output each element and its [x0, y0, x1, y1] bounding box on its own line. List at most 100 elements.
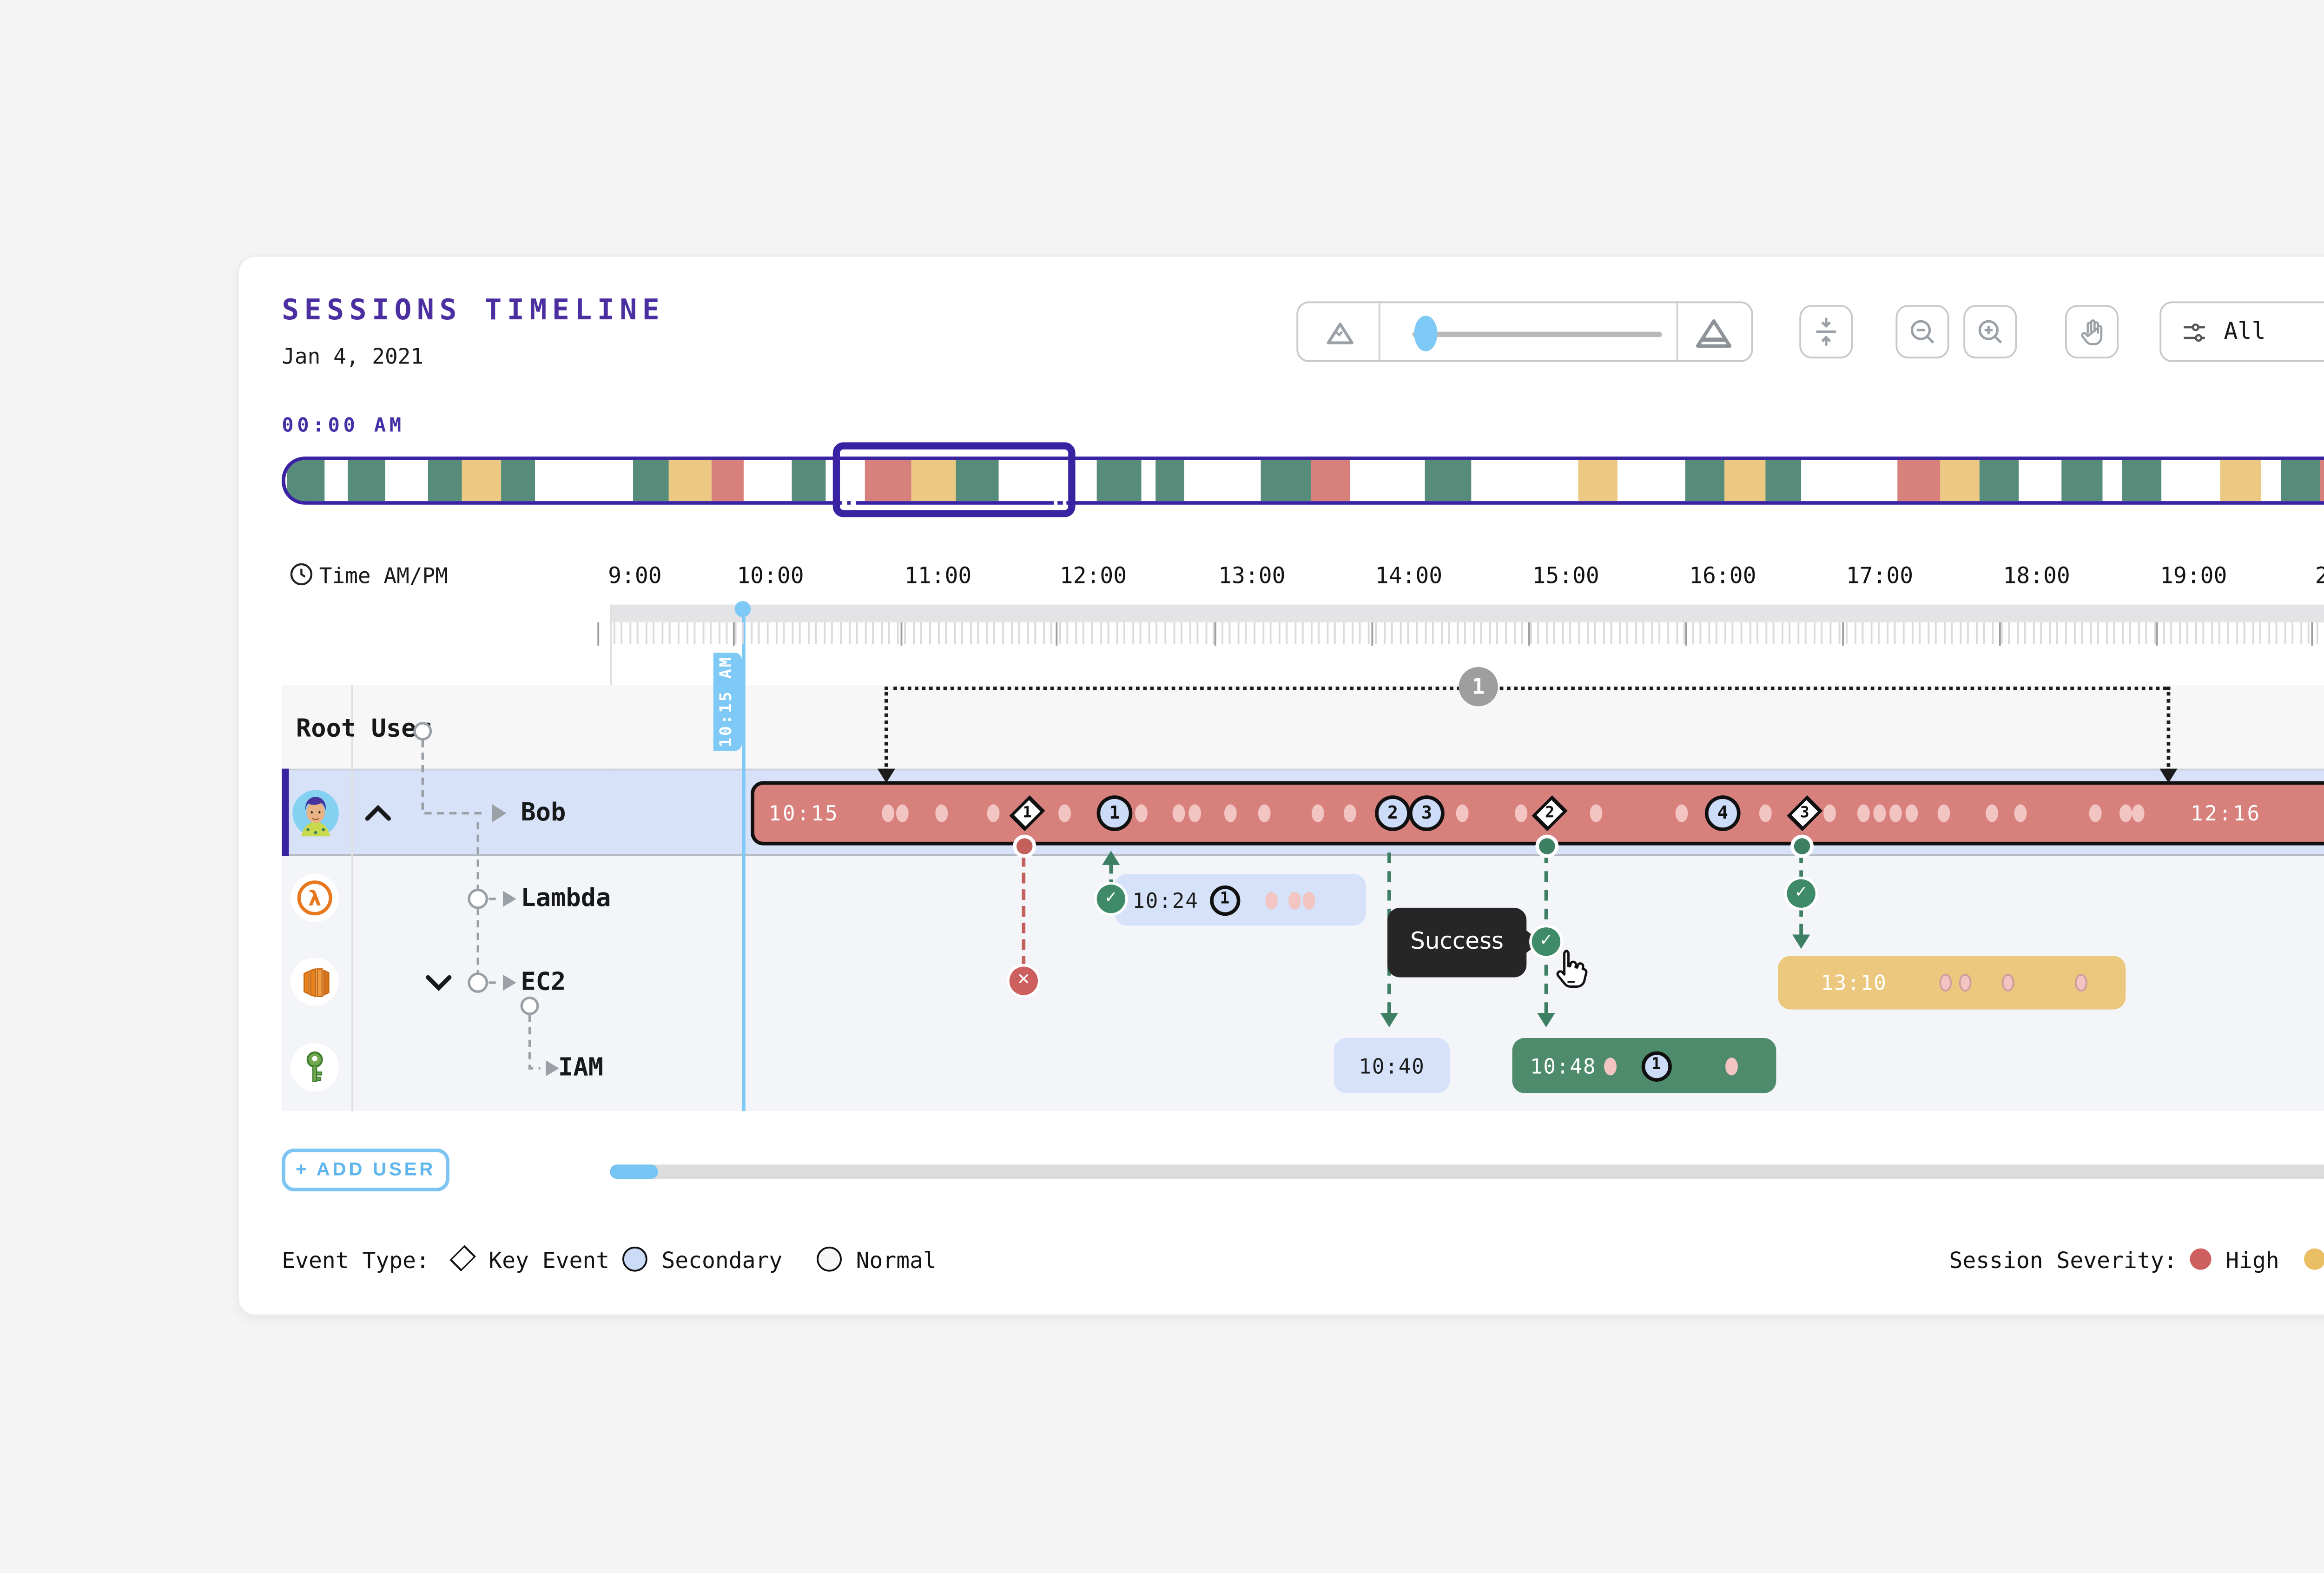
session-card-time: 13:10: [1821, 970, 1887, 995]
session-card-ec2-1310[interactable]: 13:10: [1778, 956, 2126, 1010]
axis-minor-tick: [1407, 622, 1410, 644]
expand-chevron-down[interactable]: [424, 972, 453, 993]
zoom-slider-thumb[interactable]: [1414, 316, 1438, 351]
axis-hour-label: 15:00: [1532, 562, 1599, 589]
axis-minor-tick: [1635, 622, 1637, 644]
row-label-lambda[interactable]: Lambda: [521, 885, 611, 913]
row-label-iam[interactable]: IAM: [558, 1054, 603, 1083]
brush-handle-right[interactable]: [1062, 489, 1067, 509]
axis-hour-label: 14:00: [1375, 562, 1443, 589]
axis-minor-tick: [1829, 622, 1832, 644]
annotation-count-badge[interactable]: 1: [1459, 667, 1498, 707]
minimap-brush[interactable]: [832, 442, 1076, 517]
add-user-button[interactable]: + ADD USER: [282, 1148, 449, 1191]
axis-minor-tick: [1245, 622, 1248, 644]
annotation-span-line: [885, 687, 2167, 690]
pan-hand-button[interactable]: [2065, 305, 2119, 359]
axis-minor-tick: [880, 622, 882, 644]
axis-minor-tick: [832, 622, 834, 644]
minimap-segment-g: [1979, 460, 2019, 502]
axis-minor-tick: [1432, 622, 1434, 644]
axis-minor-tick: [1529, 622, 1532, 644]
fit-vertical-button[interactable]: [1799, 305, 1853, 359]
axis-minor-tick: [2194, 622, 2197, 644]
severity-dot-high: [2190, 1248, 2212, 1270]
minimap-segment-g: [1765, 460, 1802, 502]
zoom-scale-control[interactable]: [1296, 301, 1753, 362]
axis-minor-tick: [1294, 622, 1296, 644]
minimap-segment-g: [1261, 460, 1311, 502]
axis-minor-tick: [1310, 622, 1313, 644]
status-check-badge: ✓: [1532, 927, 1561, 956]
filter-dropdown[interactable]: All: [2159, 301, 2324, 362]
minimap-segment-g: [2281, 460, 2320, 502]
axis-minor-tick: [1099, 622, 1102, 644]
axis-minor-tick: [742, 622, 745, 644]
zoom-in-button[interactable]: [1963, 305, 2017, 359]
event-marker-circle[interactable]: 4: [1704, 795, 1741, 831]
axis-minor-tick: [2235, 622, 2238, 644]
axis-minor-tick: [2048, 622, 2051, 644]
axis-minor-tick: [1172, 622, 1175, 644]
axis-minor-tick: [1992, 622, 1994, 644]
axis-minor-tick: [1391, 622, 1393, 644]
pan-hand-icon: [2080, 318, 2102, 344]
axis-minor-tick: [2243, 622, 2245, 644]
axis-minor-tick: [1748, 622, 1750, 644]
brush-handle-right[interactable]: [1053, 489, 1058, 509]
event-marker-circle[interactable]: 2: [1375, 795, 1411, 831]
axis-minor-tick: [2259, 622, 2262, 644]
axis-minor-tick: [1708, 622, 1710, 644]
axis-minor-tick: [2186, 622, 2189, 644]
event-marker-circle[interactable]: 3: [1409, 795, 1445, 831]
axis-minor-tick: [1254, 622, 1256, 644]
axis-minor-tick: [1229, 622, 1231, 644]
axis-minor-tick: [994, 622, 996, 644]
zoom-slider-track[interactable]: [1412, 331, 1662, 337]
row-label-bob[interactable]: Bob: [521, 799, 566, 828]
axis-minor-tick: [1237, 622, 1240, 644]
brush-handle-left[interactable]: [851, 489, 855, 509]
axis-minor-tick: [2170, 622, 2172, 644]
event-dot: [2014, 804, 2027, 822]
fit-vertical-icon: [1816, 317, 1836, 346]
axis-minor-tick: [1975, 622, 1978, 644]
axis-minor-tick: [775, 622, 777, 644]
minimap-segment-y: [1724, 460, 1766, 502]
event-marker-circle[interactable]: 1: [1641, 1050, 1672, 1081]
brush-handle-left[interactable]: [841, 489, 846, 509]
minimap-segment-r: [865, 460, 911, 502]
session-card-iam-1040[interactable]: 10:40: [1334, 1038, 1450, 1093]
collapse-chevron-up[interactable]: [364, 803, 392, 824]
axis-minor-tick: [1464, 622, 1466, 644]
horizontal-scrollbar-thumb[interactable]: [610, 1164, 658, 1179]
axis-minor-tick: [1821, 622, 1823, 644]
axis-minor-tick: [1107, 622, 1109, 644]
axis-major-tick: [1056, 622, 1058, 646]
minimap-track[interactable]: [282, 456, 2324, 505]
time-cursor-dot[interactable]: [734, 601, 751, 617]
time-cursor-line[interactable]: [741, 604, 745, 1111]
axis-hour-label: 17:00: [1846, 562, 1914, 589]
avatar[interactable]: [292, 790, 339, 837]
event-marker-circle[interactable]: 1: [1096, 795, 1133, 831]
axis-minor-tick: [2121, 622, 2124, 644]
event-dot: [1188, 804, 1202, 822]
zoom-out-button[interactable]: [1895, 305, 1949, 359]
axis-minor-tick: [791, 622, 793, 644]
axis-minor-tick: [621, 622, 623, 644]
horizontal-scrollbar[interactable]: [610, 1164, 2324, 1179]
event-marker-circle[interactable]: 1: [1210, 885, 1241, 915]
minimap-segment-r: [711, 460, 744, 502]
axis-minor-tick: [1043, 622, 1045, 644]
axis-minor-tick: [669, 622, 672, 644]
axis-minor-tick: [1140, 622, 1142, 644]
axis-minor-tick: [1764, 622, 1767, 644]
row-label-ec2[interactable]: EC2: [521, 968, 566, 997]
axis-minor-tick: [2073, 622, 2075, 644]
axis-minor-tick: [2203, 622, 2205, 644]
row-label-root-user[interactable]: Root User: [296, 715, 431, 744]
